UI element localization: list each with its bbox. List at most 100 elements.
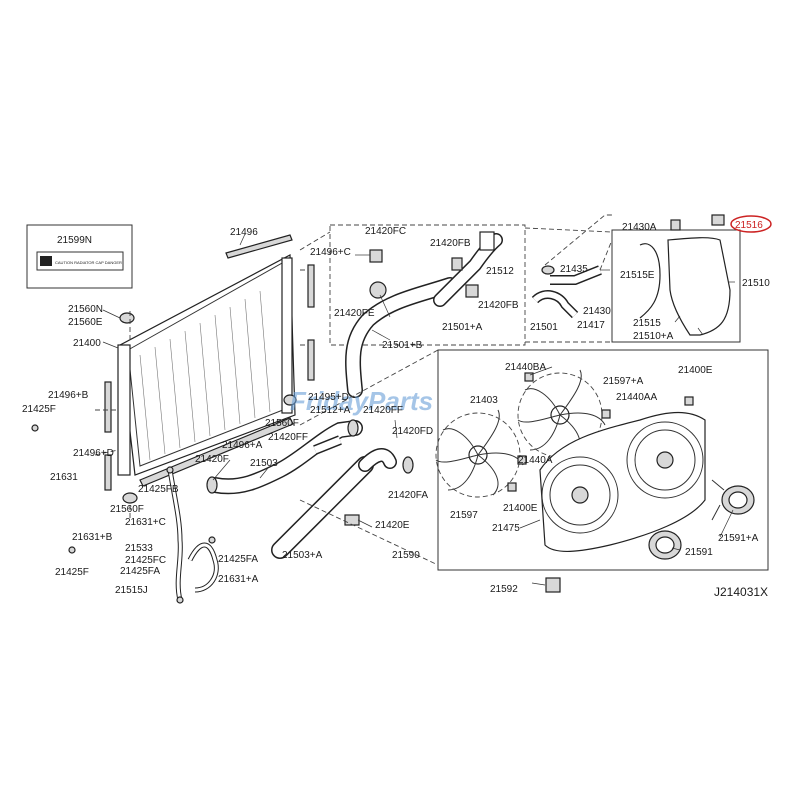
clamp-21420fc	[369, 249, 383, 263]
reservoir-hose-21515	[639, 243, 661, 319]
caution-label-frame	[26, 224, 133, 289]
callout-labels: 21496 21496+C 21420FC 21420FB 21512 2142…	[22, 220, 770, 599]
callout-21501b: 21501+B	[382, 340, 423, 351]
side-seal-21496d	[104, 454, 112, 491]
callout-21496a: 21496+A	[222, 440, 263, 451]
callout-21560e: 21560E	[68, 317, 103, 328]
callout-21631c: 21631+C	[125, 517, 166, 528]
fan-motor-21591a	[711, 479, 755, 521]
cap-21516	[711, 214, 725, 226]
callout-21495d: 21495+D	[308, 392, 349, 403]
callout-21496: 21496	[230, 227, 258, 238]
callout-21592: 21592	[490, 584, 518, 595]
diagram-code: J214031X	[714, 585, 768, 599]
callout-21631: 21631	[50, 472, 78, 483]
clamp-21420fe	[369, 281, 387, 299]
callout-21417: 21417	[577, 320, 605, 331]
callout-21512: 21512	[486, 266, 514, 277]
fan-blade-21597	[435, 409, 524, 498]
highlight-circle-21516	[730, 215, 772, 233]
side-seal-21496b	[104, 381, 112, 433]
bolt-21430a	[670, 219, 681, 231]
callout-21420f: 21420F	[195, 454, 229, 465]
callout-21515j: 21515J	[115, 585, 148, 596]
bolt-21400e-b	[507, 482, 517, 492]
bracket-21420e	[344, 514, 360, 526]
callout-21590: 21590	[392, 550, 420, 561]
side-seal-21496c	[307, 264, 315, 308]
leader-lines	[102, 233, 735, 586]
callout-21496c: 21496+C	[310, 247, 351, 258]
callout-21597a: 21597+A	[603, 376, 644, 387]
callout-21510a: 21510+A	[633, 331, 674, 342]
callout-21400e-b: 21400E	[503, 503, 538, 514]
callout-21631a: 21631+A	[218, 574, 259, 585]
thermostat-housing-21512	[479, 231, 495, 251]
callout-21430: 21430	[583, 306, 611, 317]
clamp-21420fa	[402, 456, 414, 474]
bottom-seal-21496a	[139, 417, 294, 487]
callout-21425fa-a: 21425FA	[120, 566, 160, 577]
callout-21435: 21435	[560, 264, 588, 275]
callout-21400e-a: 21400E	[678, 365, 713, 376]
callout-21597: 21597	[450, 510, 478, 521]
callout-21425f-b: 21425F	[55, 567, 89, 578]
reservoir-tank-21510	[667, 237, 731, 336]
callout-21420fb-b: 21420FB	[478, 300, 519, 311]
callout-21440a: 21440A	[518, 455, 553, 466]
fan-shroud-21590	[539, 411, 706, 553]
fan-motor-21591	[648, 530, 682, 560]
radiator-21400	[117, 254, 296, 476]
callout-21440aa: 21440AA	[616, 392, 657, 403]
callout-21425fa-b: 21425FA	[218, 554, 258, 565]
bracket-21592	[545, 577, 561, 593]
callout-21425f-a: 21425F	[22, 404, 56, 415]
callout-21591: 21591	[685, 547, 713, 558]
mount-21560f	[122, 492, 138, 504]
callout-21510: 21510	[742, 278, 770, 289]
caution-label-warning-icon	[40, 256, 52, 266]
callout-21420e: 21420E	[375, 520, 410, 531]
callout-21496b: 21496+B	[48, 390, 89, 401]
callout-21475: 21475	[492, 523, 520, 534]
callout-21440ba: 21440BA	[505, 362, 546, 373]
callout-21420fd: 21420FD	[392, 426, 433, 437]
bolt-21440ba	[524, 372, 534, 382]
callout-21501: 21501	[530, 322, 558, 333]
callout-21420ff-a: 21420FF	[363, 405, 403, 416]
callout-21501a: 21501+A	[442, 322, 483, 333]
callout-21430a: 21430A	[622, 222, 657, 233]
callout-21425fb: 21425FB	[138, 484, 179, 495]
top-seal-21496	[225, 234, 293, 259]
clip-21435	[541, 265, 555, 275]
callout-21503a: 21503+A	[282, 550, 323, 561]
callout-21631b: 21631+B	[72, 532, 113, 543]
callout-21560f: 21560F	[110, 504, 144, 515]
clamp-21425f-bottom	[68, 546, 76, 554]
callout-21400: 21400	[73, 338, 101, 349]
callout-21403: 21403	[470, 395, 498, 406]
clamp-21420fb	[451, 257, 463, 271]
callout-21516: 21516	[735, 220, 763, 231]
clamp-21425f-top	[31, 424, 39, 432]
clamp-21420fb-b	[465, 284, 479, 298]
callout-21512a: 21512+A	[310, 405, 351, 416]
caution-label-part	[36, 251, 124, 271]
callout-21560f-b: 21560F	[265, 418, 299, 429]
callout-21425fc: 21425FC	[125, 555, 166, 566]
watermark: FridayParts	[290, 386, 433, 416]
side-seal-21495d	[307, 339, 315, 381]
clamp-21425fb	[166, 466, 174, 474]
callout-21560n: 21560N	[68, 304, 103, 315]
fan-group-box	[437, 349, 769, 571]
callout-21533: 21533	[125, 543, 153, 554]
bolt-21440a	[517, 455, 527, 465]
callout-21599N: 21599N	[57, 235, 92, 246]
upper-hose-group-box	[329, 224, 526, 346]
callout-21420ff-b: 21420FF	[268, 432, 308, 443]
clamp-21515j	[176, 596, 184, 604]
bolt-21440aa	[601, 409, 611, 419]
hose-21631	[34, 429, 73, 551]
